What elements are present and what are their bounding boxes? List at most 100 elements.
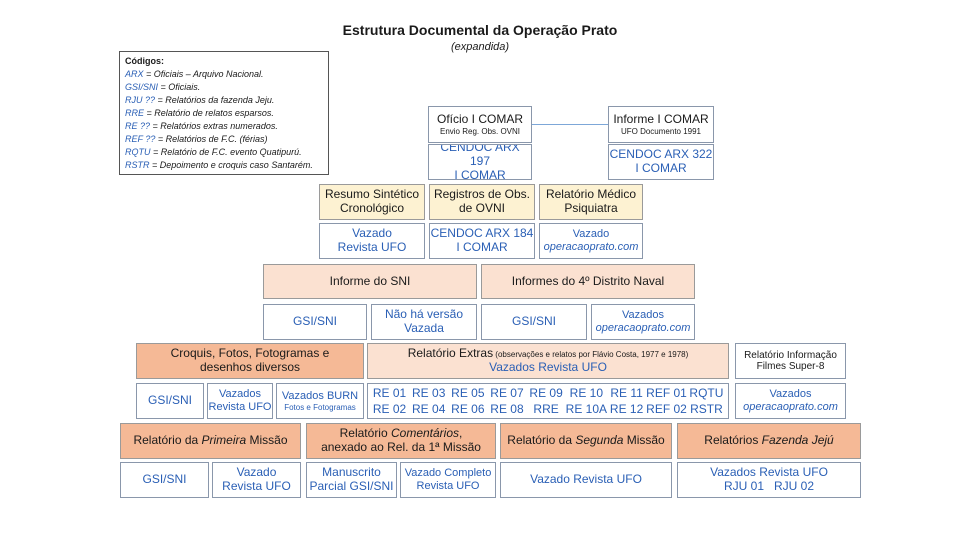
distrito-naval-box: Informes do 4º Distrito Naval bbox=[481, 264, 695, 299]
filmes-source-box: Vazados operacaoprato.com bbox=[735, 383, 846, 419]
report-code: RSTR bbox=[690, 402, 723, 416]
report-code: RE 02 bbox=[372, 402, 407, 416]
resumo-line: Cronológico bbox=[339, 201, 405, 215]
report-code: REF 02 bbox=[646, 402, 687, 416]
informe-comar-title: Informe I COMAR bbox=[613, 112, 709, 126]
comentarios-source-box: Manuscrito Parcial GSI/SNI bbox=[306, 462, 397, 498]
comentarios-leak: Vazado Completo bbox=[404, 467, 492, 480]
filmes-source: Vazados bbox=[769, 388, 812, 401]
resumo-source: Revista UFO bbox=[337, 240, 407, 254]
primeira-source: GSI/SNI bbox=[142, 472, 187, 487]
medico-line: Psiquiatra bbox=[564, 201, 618, 215]
legend-item: GSI/SNI = Oficiais. bbox=[125, 82, 201, 92]
fazenda-jeju-title: Relatórios Fazenda Jejú bbox=[704, 433, 834, 448]
oficio-ref: CENDOC ARX 197 bbox=[440, 144, 520, 169]
report-code: RE 09 bbox=[529, 386, 563, 400]
comentarios-source: Parcial GSI/SNI bbox=[309, 479, 394, 493]
segunda-missao-title: Relatório da Segunda Missão bbox=[507, 433, 665, 448]
report-code: RE 08 bbox=[490, 402, 524, 416]
informe-sni-box: Informe do SNI bbox=[263, 264, 477, 299]
primeira-source-box: GSI/SNI bbox=[120, 462, 209, 498]
medico-line: Relatório Médico bbox=[545, 187, 637, 202]
legend-item: RRE = Relatório de relatos esparsos. bbox=[125, 108, 274, 118]
medico-link[interactable]: operacaoprato.com bbox=[543, 241, 639, 253]
resumo-box: Resumo Sintético Cronológico bbox=[319, 184, 425, 220]
extras-codes-grid: RE 01 RE 03 RE 05 RE 07 RE 09 RE 10 RE 1… bbox=[370, 385, 726, 417]
primeira-missao-box: Relatório da Primeira Missão bbox=[120, 423, 301, 459]
report-code: RQTU bbox=[689, 386, 724, 400]
informe-sni-source-box: GSI/SNI bbox=[263, 304, 367, 340]
legend-item: RSTR = Depoimento e croquis caso Santaré… bbox=[125, 160, 313, 170]
report-code: REF 01 bbox=[646, 386, 687, 400]
croquis-burn: Vazados BURN bbox=[281, 390, 359, 403]
primeira-missao-title: Relatório da Primeira Missão bbox=[133, 433, 288, 448]
comentarios-source: Manuscrito bbox=[322, 465, 381, 480]
legend-item: RQTU = Relatório de F.C. evento Quatipur… bbox=[125, 147, 302, 157]
informe-comar-ref-2: I COMAR bbox=[635, 161, 687, 175]
croquis-line: desenhos diversos bbox=[199, 360, 301, 374]
informe-comar-box: Informe I COMAR UFO Documento 1991 bbox=[608, 106, 714, 143]
croquis-box: Croquis, Fotos, Fotogramas e desenhos di… bbox=[136, 343, 364, 379]
comentarios-leak-box: Vazado Completo Revista UFO bbox=[400, 462, 496, 498]
informe-sni-version-box: Não há versão Vazada bbox=[371, 304, 477, 340]
fazenda-source: Vazados Revista UFO bbox=[710, 465, 828, 480]
croquis-burn-note: Fotos e Fotogramas bbox=[284, 402, 356, 412]
filmes-link[interactable]: operacaoprato.com bbox=[743, 401, 838, 413]
legend-item: RE ?? = Relatórios extras numerados. bbox=[125, 121, 278, 131]
filmes-line: Filmes Super-8 bbox=[756, 361, 825, 372]
croquis-source: GSI/SNI bbox=[147, 393, 192, 408]
report-code: RE 06 bbox=[451, 402, 485, 416]
primeira-leak: Vazado bbox=[236, 465, 277, 480]
report-code: RE 05 bbox=[451, 386, 485, 400]
medico-source-box: Vazado operacaoprato.com bbox=[539, 223, 643, 259]
distrito-source: GSI/SNI bbox=[511, 314, 556, 329]
registros-source: CENDOC ARX 184 bbox=[430, 226, 534, 241]
medico-box: Relatório Médico Psiquiatra bbox=[539, 184, 643, 220]
oficio-comar-box: Ofício I COMAR Envio Reg. Obs. OVNI bbox=[428, 106, 532, 143]
comentarios-title: Relatório Comentários, bbox=[339, 426, 463, 441]
filmes-line: Relatório Informação bbox=[744, 349, 837, 361]
extras-note: (observações e relatos por Flávio Costa,… bbox=[493, 350, 689, 360]
registros-source-box: CENDOC ARX 184 I COMAR bbox=[429, 223, 535, 259]
informe-sni-version: Vazada bbox=[404, 321, 444, 335]
connector-line bbox=[531, 124, 609, 125]
oficio-title: Ofício I COMAR bbox=[436, 112, 523, 126]
croquis-leak: Vazados bbox=[219, 388, 261, 401]
distrito-link[interactable]: operacaoprato.com bbox=[595, 322, 691, 334]
registros-box: Registros de Obs. de OVNI bbox=[429, 184, 535, 220]
report-code: RE 03 bbox=[412, 386, 446, 400]
extras-codes-box: RE 01 RE 03 RE 05 RE 07 RE 09 RE 10 RE 1… bbox=[367, 383, 729, 419]
resumo-source-box: Vazado Revista UFO bbox=[319, 223, 425, 259]
informe-sni-title: Informe do SNI bbox=[329, 273, 411, 288]
croquis-leak-box: Vazados Revista UFO bbox=[207, 383, 273, 419]
croquis-source-box: GSI/SNI bbox=[136, 383, 204, 419]
report-code: RE 07 bbox=[490, 386, 524, 400]
comentarios-leak: Revista UFO bbox=[416, 480, 480, 492]
legend-heading: Códigos: bbox=[125, 56, 164, 66]
resumo-line: Resumo Sintético bbox=[324, 187, 420, 202]
resumo-source: Vazado bbox=[352, 226, 392, 241]
diagram-subtitle: (expandida) bbox=[450, 41, 510, 53]
oficio-source-box: CENDOC ARX 197 I COMAR bbox=[428, 144, 532, 180]
segunda-missao-box: Relatório da Segunda Missão bbox=[500, 423, 672, 459]
extras-title: Relatório Extras bbox=[407, 346, 494, 361]
informe-comar-ref: CENDOC ARX 322 bbox=[609, 147, 713, 162]
croquis-line: Croquis, Fotos, Fotogramas e bbox=[170, 346, 330, 361]
fazenda-codes: RJU 01 RJU 02 bbox=[723, 479, 815, 493]
report-code: RE 10A bbox=[565, 402, 608, 416]
fazenda-source-box: Vazados Revista UFO RJU 01 RJU 02 bbox=[677, 462, 861, 498]
informe-comar-source-box: CENDOC ARX 322 I COMAR bbox=[608, 144, 714, 180]
informe-sni-version: Não há versão bbox=[384, 307, 464, 322]
extras-title-line: Relatório Extras (observações e relatos … bbox=[407, 346, 689, 361]
primeira-leak-box: Vazado Revista UFO bbox=[212, 462, 301, 498]
medico-source: Vazado bbox=[572, 228, 610, 241]
distrito-naval-title: Informes do 4º Distrito Naval bbox=[511, 273, 665, 288]
report-code: RE 10 bbox=[569, 386, 604, 400]
informe-comar-subtitle: UFO Documento 1991 bbox=[620, 126, 702, 136]
codes-legend: Códigos: ARX = Oficiais – Arquivo Nacion… bbox=[119, 51, 329, 175]
croquis-burn-box: Vazados BURN Fotos e Fotogramas bbox=[276, 383, 364, 419]
report-code: RE 12 bbox=[609, 402, 644, 416]
distrito-leak-box: Vazados operacaoprato.com bbox=[591, 304, 695, 340]
comentarios-box: Relatório Comentários, anexado ao Rel. d… bbox=[306, 423, 496, 459]
legend-item: REF ?? = Relatórios de F.C. (férias) bbox=[125, 134, 268, 144]
